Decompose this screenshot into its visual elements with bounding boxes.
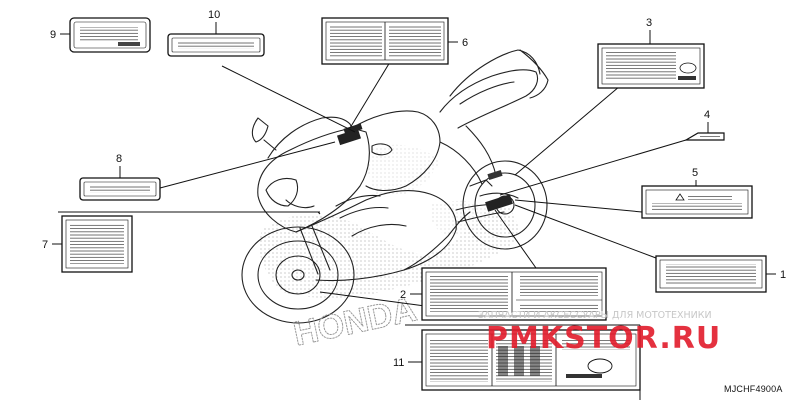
fairing-vent-2 [351,223,407,237]
label-2 [421,267,607,321]
headlight [265,177,299,207]
label-9 [69,17,151,53]
callout-10: 10 [208,9,220,21]
belly-pan [403,211,471,271]
headlight-inner [285,199,315,209]
tail-section [449,49,549,99]
footpeg [469,179,493,187]
rear-wheel [462,160,548,250]
callout-11: 11 [393,357,404,369]
label-4 [683,132,725,141]
callout-numbers: 1 2 3 4 5 6 7 8 9 10 11 [42,9,786,369]
callout-5: 5 [692,167,698,179]
tank-label-marker-2 [343,123,363,135]
watermark-logo: PMKSTOR.RU [486,321,721,356]
label-10 [167,33,265,57]
callout-8: 8 [116,153,122,165]
watermark: ЗАПЧАСТИ И АКСЕССУАРЫ ДЛЯ МОТОТЕХНИКИ PM… [478,310,721,356]
label-5 [641,185,753,219]
frame-label-marker [485,194,513,212]
leader-lines [58,61,687,400]
chain-guard [479,192,519,199]
label-11 [421,329,641,391]
tank-label-marker [336,128,362,146]
callout-6: 6 [462,37,468,49]
label-8 [79,177,161,201]
watermark-tagline: ЗАПЧАСТИ И АКСЕССУАРЫ ДЛЯ МОТОТЕХНИКИ [478,310,712,321]
label-6 [321,17,449,65]
windscreen [267,116,353,159]
mirror [251,117,277,151]
fairing-vent-1 [335,194,389,219]
tank-cap [371,143,393,156]
label-1 [655,255,767,293]
front-disc [275,255,321,295]
rear-rim [474,172,536,238]
callout-3: 3 [646,17,652,29]
label-7 [61,215,133,273]
callout-1: 1 [780,269,786,281]
frame-line [439,125,497,185]
tank-stipple [367,144,440,197]
callout-7: 7 [42,239,48,251]
callout-9: 9 [50,29,56,41]
front-hub [291,269,305,281]
seat-cowl [459,81,515,105]
swingarm-label-marker [487,169,503,181]
fairing-stipple [259,200,518,298]
front-fork [299,225,331,275]
side-fairing [295,190,457,282]
diagram-code: MJCHF4900A [724,384,783,394]
front-rim [257,240,339,310]
front-wheel [241,226,355,324]
callout-2: 2 [400,289,406,301]
seat [439,69,539,129]
callout-4: 4 [704,109,710,121]
label-3 [597,43,705,89]
